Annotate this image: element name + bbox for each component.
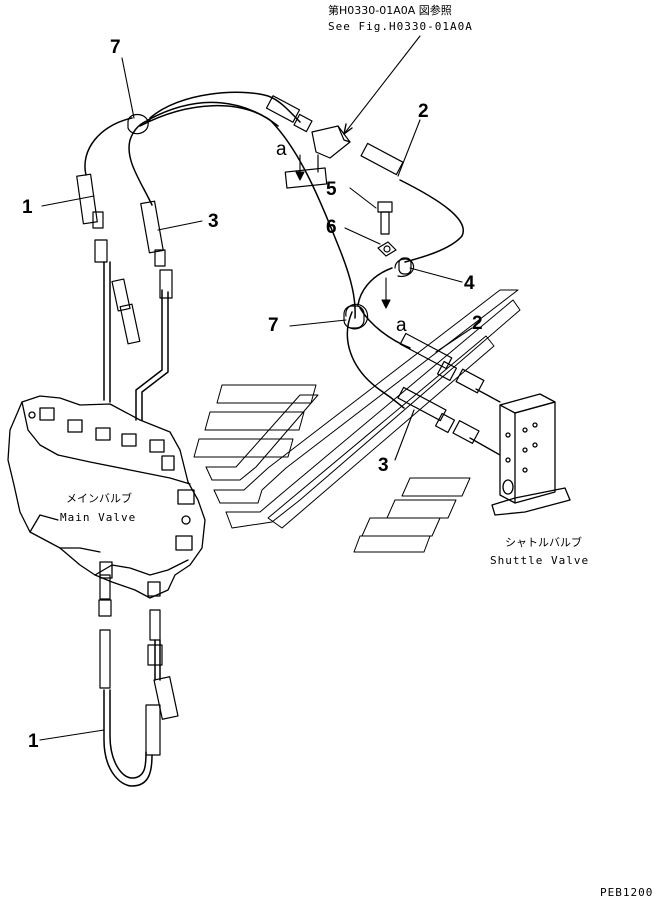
callout-5: 5: [326, 179, 337, 200]
shuttle-valve: [469, 388, 571, 516]
reference-note-en: See Fig.H0330-01A0A: [328, 20, 473, 33]
callout-2-top: 2: [418, 101, 429, 122]
drawing-code: PEB1200: [600, 886, 654, 899]
marker-a-upper: a: [276, 139, 287, 160]
reference-note-jp: 第H0330-01A0A 図参照: [328, 4, 452, 17]
callout-7-top: 7: [110, 37, 121, 58]
callout-3-right: 3: [378, 455, 389, 476]
main-valve-label-jp: メインバルブ: [66, 492, 132, 505]
shuttle-valve-label-en: Shuttle Valve: [490, 554, 590, 567]
shuttle-valve-label-jp: シャトルバルブ: [505, 536, 582, 549]
callout-7-mid: 7: [268, 315, 279, 336]
hose-routing: [84, 91, 465, 787]
callout-4: 4: [464, 273, 475, 294]
watermark-logo: [193, 289, 521, 553]
fittings: [76, 95, 485, 756]
marker-a-lower: a: [396, 315, 407, 336]
callout-6: 6: [326, 217, 337, 238]
callout-2-mid: 2: [472, 313, 483, 334]
callout-3-left: 3: [208, 211, 219, 232]
main-valve-label-en: Main Valve: [60, 511, 137, 524]
main-valve: [7, 395, 206, 599]
callout-1-bottom: 1: [28, 731, 39, 752]
callout-1-top: 1: [22, 197, 33, 218]
leader-lines: [39, 35, 473, 741]
